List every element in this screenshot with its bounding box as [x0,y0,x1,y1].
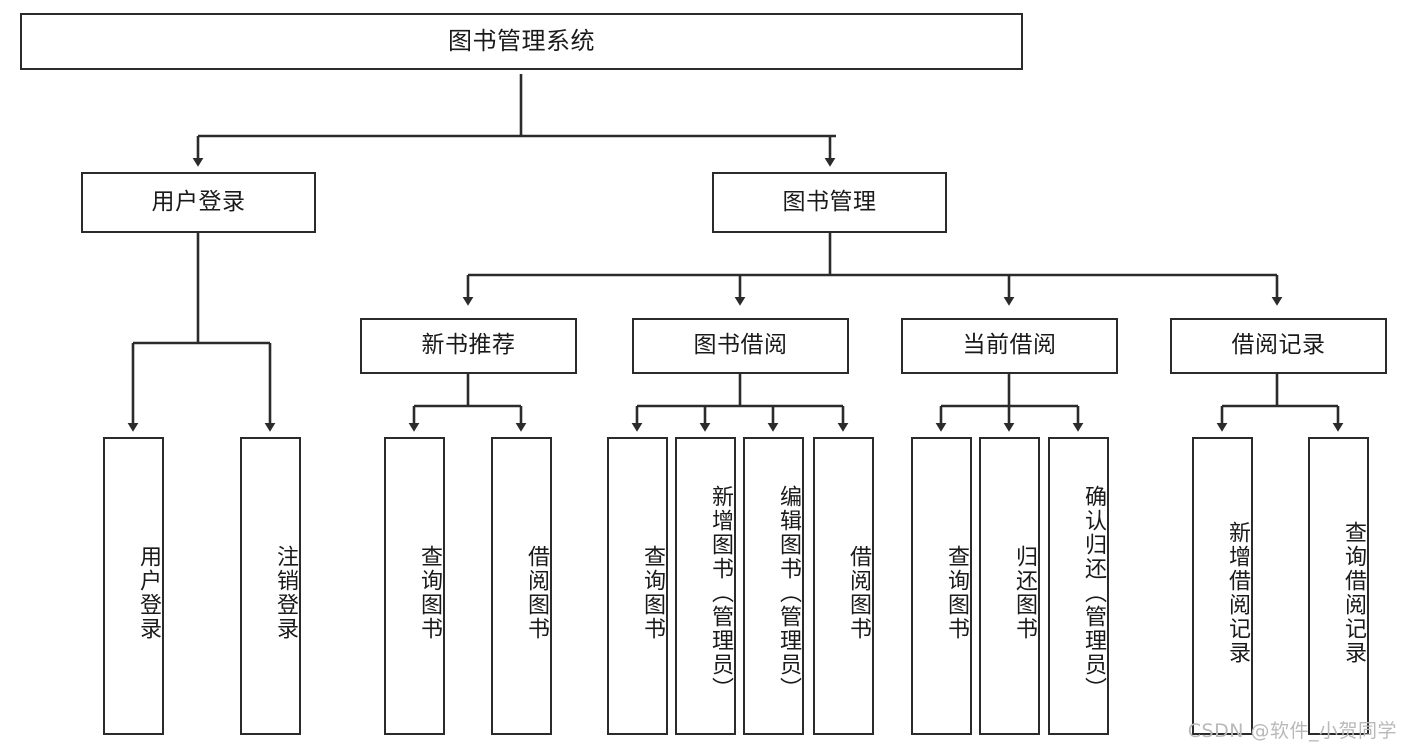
node-label: 图书管理系统 [448,27,595,56]
leaf-new-book-query[interactable]: 查询图书 [384,437,445,735]
node-label: 图书借阅 [693,332,788,359]
node-book-borrow[interactable]: 图书借阅 [632,318,849,374]
leaf-user-login-login[interactable]: 用户登录 [103,437,164,735]
node-label: 编辑图书（管理员） [776,485,801,701]
node-label: 查询借阅记录 [1341,521,1366,665]
node-label: 查询图书 [417,545,442,641]
node-user-login[interactable]: 用户登录 [81,172,316,233]
leaf-borrow-query-book[interactable]: 查询图书 [607,437,668,735]
node-label: 当前借阅 [962,332,1057,359]
node-label: 查询图书 [944,545,969,641]
node-root-system[interactable]: 图书管理系统 [20,13,1023,70]
node-book-management[interactable]: 图书管理 [712,172,947,233]
leaf-records-query-record[interactable]: 查询借阅记录 [1308,437,1369,735]
node-label: 归还图书 [1012,545,1037,641]
leaf-records-add-record[interactable]: 新增借阅记录 [1192,437,1253,735]
leaf-borrow-add-book[interactable]: 新增图书（管理员） [675,437,736,735]
leaf-current-confirm-return[interactable]: 确认归还（管理员） [1048,437,1109,735]
node-label: 注销登录 [273,545,298,641]
leaf-current-return-book[interactable]: 归还图书 [979,437,1040,735]
node-label: 借阅图书 [524,545,549,641]
leaf-user-login-logout[interactable]: 注销登录 [240,437,301,735]
node-label: 借阅记录 [1231,332,1326,359]
node-label: 图书管理 [782,188,877,215]
leaf-new-book-borrow[interactable]: 借阅图书 [491,437,552,735]
node-current-borrow[interactable]: 当前借阅 [901,318,1118,374]
node-label: 确认归还（管理员） [1081,485,1106,701]
node-label: 查询图书 [640,545,665,641]
node-label: 借阅图书 [846,545,871,641]
node-label: 用户登录 [136,545,161,641]
csdn-watermark: CSDN @软件_小贺同学 [1187,720,1397,742]
node-label: 用户登录 [151,188,246,215]
node-new-book-recommend[interactable]: 新书推荐 [360,318,577,374]
leaf-borrow-borrow-book[interactable]: 借阅图书 [813,437,874,735]
node-label: 新增借阅记录 [1225,521,1250,665]
node-label: 新书推荐 [421,332,516,359]
node-borrow-records[interactable]: 借阅记录 [1170,318,1387,374]
leaf-current-query-book[interactable]: 查询图书 [911,437,972,735]
node-label: 新增图书（管理员） [708,485,733,701]
leaf-borrow-edit-book[interactable]: 编辑图书（管理员） [743,437,804,735]
